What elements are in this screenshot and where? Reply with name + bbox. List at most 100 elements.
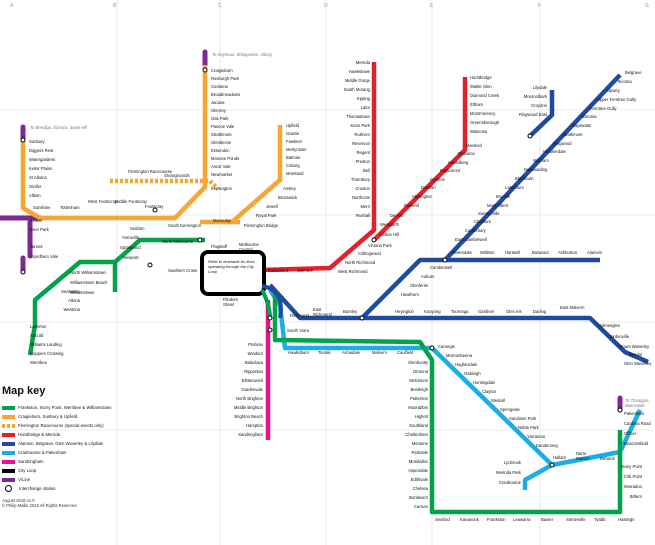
station-label: Dennis [390, 213, 404, 218]
station-label: Nunawading [524, 167, 548, 172]
station-label: Toorak [318, 350, 331, 355]
station-label: Brighton Beach [234, 414, 263, 419]
station-label: Showgrounds [164, 173, 190, 178]
station-label: Preston [355, 159, 370, 164]
station-label: Hastings [618, 517, 635, 522]
caulfield-interchange [429, 345, 435, 351]
station-label: Middle Footscray [115, 199, 147, 204]
station-label: Seaford [435, 517, 450, 522]
craigieburn-line [170, 65, 208, 221]
station-label: Oakleigh [464, 371, 481, 376]
station-label: Ripponlea [244, 369, 263, 374]
station-label: Syndal [629, 352, 642, 357]
station-label: Watsonia [470, 129, 488, 134]
station-label: Keon Park [350, 123, 370, 128]
key-label: V/Line [18, 477, 31, 482]
station-label: Ormond [412, 369, 428, 374]
station-label: Ringwood East [518, 112, 547, 117]
south-yarra-interchange [267, 327, 273, 333]
station-label: Pascoe Vale [211, 124, 235, 129]
richmond-interchange [267, 315, 273, 321]
ringwood-interchange [527, 133, 533, 139]
station-label: Bonbeach [409, 495, 428, 500]
city-loop [200, 250, 266, 296]
station-label: Rushall [356, 213, 370, 218]
station-label: Box Hill [496, 194, 511, 199]
station-label: Hampton [246, 423, 263, 428]
station-label: Balaclava [244, 360, 263, 365]
station-label: Beaconsfield [624, 441, 648, 446]
station-label: McKinnon [409, 378, 428, 383]
grid-col-d: D [324, 3, 328, 9]
station-label: Gardenvale [241, 387, 263, 392]
station-label: East Camberwell [455, 237, 487, 242]
map-footer: August 2019 v1.0 © Philip Mallis 2019 Al… [2, 498, 162, 508]
station-label: Elsternwick [241, 378, 263, 383]
station-label: Heatherdale [543, 149, 566, 154]
station-label: Huntingdale [473, 380, 496, 385]
station-label: Williams Landing [30, 342, 62, 347]
station-label: Boronia [582, 114, 597, 119]
station-label: Kensington [211, 186, 232, 191]
key-item: V/Line [2, 475, 162, 484]
station-label: South Morang [343, 87, 370, 92]
station-label: Pakenham [624, 411, 645, 416]
station-label: Sunbury [29, 139, 45, 144]
station-label: Willison [480, 250, 495, 255]
station-label: North Richmond [345, 260, 376, 265]
map-key: Map key Frankston, Stony Point, Werribee… [2, 385, 162, 508]
flemington-line [110, 178, 220, 191]
key-label: Frankston, Stony Point, Werribee & Willi… [18, 405, 112, 410]
station-label: Bell [363, 168, 370, 173]
station-label: Middle Brighton [233, 405, 263, 410]
cranbourne-swatch [2, 450, 15, 455]
station-label: Broadmeadows [211, 92, 241, 97]
station-label: Montmorency [470, 111, 496, 116]
station-label: Riversdale [452, 250, 472, 255]
station-label: Coburg [286, 163, 300, 168]
station-label: Upwey [607, 88, 620, 93]
station-label: Mooroolbark [523, 94, 547, 99]
station-label: Aspendale [408, 468, 428, 473]
station-label: Ashburton [558, 250, 578, 255]
clifton-hill-interchange [371, 237, 377, 243]
station-label: Croydon [531, 103, 547, 108]
key-label: Alamein, Belgrave, Glen Waverley & Lilyd… [18, 441, 104, 446]
station-label: Thornbury [350, 177, 370, 182]
station-label: Baxter [541, 517, 554, 522]
sunbury-interchange [20, 137, 26, 143]
grid-col-f: F [538, 3, 542, 9]
station-label: Glen Iris [506, 309, 522, 314]
frankston-line [272, 290, 623, 515]
station-label: Parliament [268, 268, 289, 273]
station-label: Ascot Vale [211, 164, 231, 169]
station-label: Werribee [30, 360, 47, 365]
station-label: Roxburgh Park [211, 76, 239, 81]
pakenham-interchange [617, 407, 623, 413]
newport-interchange [147, 262, 153, 268]
grid-col-b: B [113, 3, 117, 9]
station-label: Glenferrie [410, 283, 429, 288]
station-label: Prahran [248, 342, 263, 347]
map-key-title: Map key [2, 385, 46, 397]
station-label: Footscray [145, 204, 164, 209]
key-label: Craigieburn, Sunbury & Upfield [18, 414, 78, 419]
station-label: Heyington [395, 309, 414, 314]
station-label: Ruthven [354, 132, 370, 137]
station-label: East Malvern [560, 305, 585, 310]
vline-note-seymour: To Seymour, Shepparton, Albury [212, 52, 273, 57]
station-label: Lalor [360, 105, 370, 110]
station-label: Holmesglen [598, 323, 621, 328]
burnley-interchange [359, 315, 365, 321]
station-label: Macleod [466, 143, 482, 148]
station-label: South Yarra [287, 328, 309, 333]
station-label: Kooyong [424, 309, 441, 314]
station-label: Newport [123, 255, 139, 260]
station-label: Patterson [410, 396, 428, 401]
station-label: Fawkner [286, 139, 303, 144]
station-label: Victoria Park [368, 243, 392, 248]
station-label: Seddon [130, 226, 145, 231]
station-label: North Williamstown [70, 270, 106, 275]
station-label: Batman [286, 155, 301, 160]
